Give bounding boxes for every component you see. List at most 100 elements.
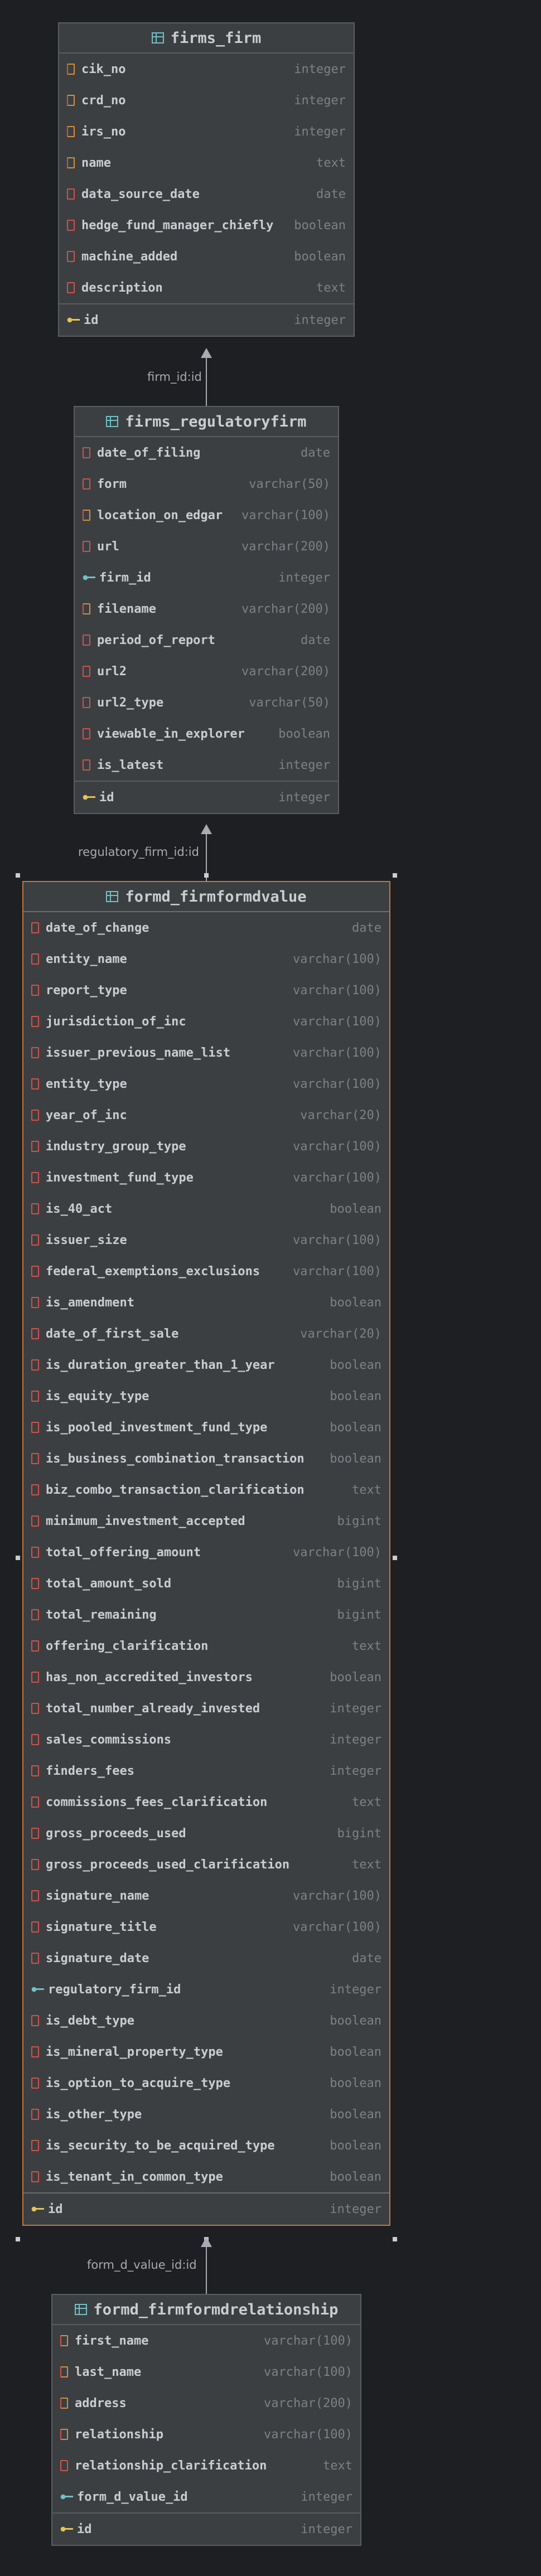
table-header[interactable]: formd_firmformdvalue	[23, 882, 389, 912]
relation-line[interactable]	[206, 833, 207, 881]
relation-line[interactable]	[206, 2246, 207, 2294]
field-type: integer	[330, 1701, 381, 1716]
field-name: year_of_inc	[46, 1108, 127, 1122]
table-header[interactable]: formd_firmformdrelationship	[52, 2295, 360, 2325]
field-row[interactable]: total_number_already_invested integer	[23, 1693, 389, 1724]
relation-line[interactable]	[206, 357, 207, 406]
resize-handle-top[interactable]	[204, 873, 209, 878]
index-field-icon	[67, 126, 75, 137]
field-name: is_amendment	[46, 1295, 134, 1310]
table-header[interactable]: firms_firm	[59, 23, 354, 54]
field-name: url2	[97, 664, 127, 679]
field-name: total_number_already_invested	[46, 1701, 260, 1716]
resize-handle-left[interactable]	[16, 1556, 20, 1560]
field-type: varchar(100)	[241, 508, 330, 522]
resize-handle-bottom-left[interactable]	[16, 2237, 20, 2241]
field-name: is_debt_type	[46, 2013, 134, 2028]
field-type: boolean	[294, 249, 346, 264]
resize-handle-right[interactable]	[393, 1556, 397, 1560]
field-icon	[31, 1391, 39, 1402]
field-icon	[31, 2046, 39, 2057]
resize-handle-bottom-right[interactable]	[393, 2237, 397, 2241]
table-header[interactable]: firms_regulatoryfirm	[75, 407, 338, 437]
resize-handle-top-right[interactable]	[393, 873, 397, 878]
field-type: boolean	[278, 727, 330, 741]
resize-handle-top-left[interactable]	[16, 873, 20, 878]
